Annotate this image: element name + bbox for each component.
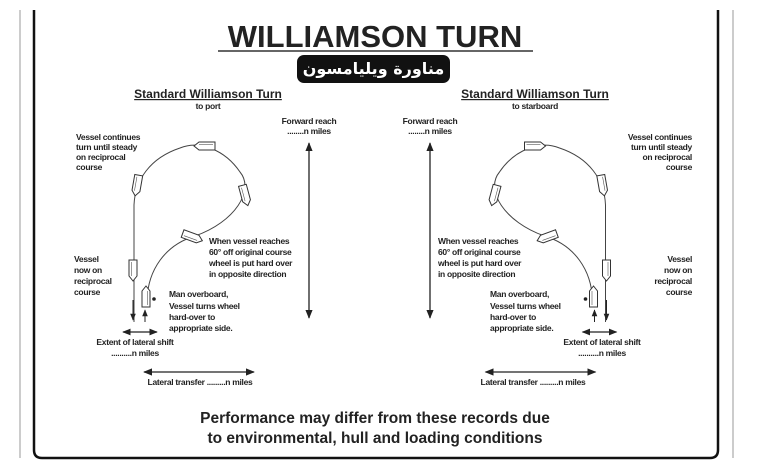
port-forward-reach: Forward reach........n miles [282, 116, 337, 136]
port-turn-track [133, 144, 246, 322]
starboard-lateral-transfer-label: Lateral transfer .........n miles [481, 377, 586, 387]
vessel-icon [130, 173, 144, 198]
starboard-heading: Standard Williamson Turn [461, 87, 609, 101]
starboard-subheading: to starboard [512, 101, 558, 111]
vessel-icon [141, 285, 151, 308]
port-lateral-transfer-label: Lateral transfer .........n miles [148, 377, 253, 387]
port-turn-diagram: Standard Williamson Turn to port Forward… [74, 87, 337, 387]
starboard-forward-reach: Forward reach........n miles [403, 116, 458, 136]
man-overboard-marker [152, 297, 156, 301]
port-heading: Standard Williamson Turn [134, 87, 282, 101]
vessel-icon [238, 183, 253, 208]
vessel-icon [128, 259, 138, 282]
vessel-icon [535, 229, 559, 246]
starboard-turn-diagram: Standard Williamson Turn to starboard Fo… [403, 87, 693, 387]
man-overboard-marker [583, 297, 588, 301]
performance-note: Performance may differ from these record… [200, 410, 550, 447]
vessel-icon [193, 141, 216, 151]
diagram-title: WILLIAMSON TURN [228, 19, 522, 54]
arabic-caption-badge: مناورة ويليامسون [297, 55, 450, 83]
vessel-icon [602, 259, 611, 282]
page-frame [19, 10, 734, 460]
vessel-icon [487, 183, 502, 208]
vessel-icon [596, 173, 609, 198]
vessel-icon [589, 285, 598, 308]
starboard-turn-track [494, 144, 606, 322]
vessel-icon [180, 229, 205, 246]
port-lateral-shift-label: Extent of lateral shift..........n miles [96, 337, 174, 358]
starboard-lateral-shift-label: Extent of lateral shift..........n miles [563, 337, 641, 358]
vessel-icon [524, 141, 546, 151]
port-subheading: to port [196, 101, 221, 111]
